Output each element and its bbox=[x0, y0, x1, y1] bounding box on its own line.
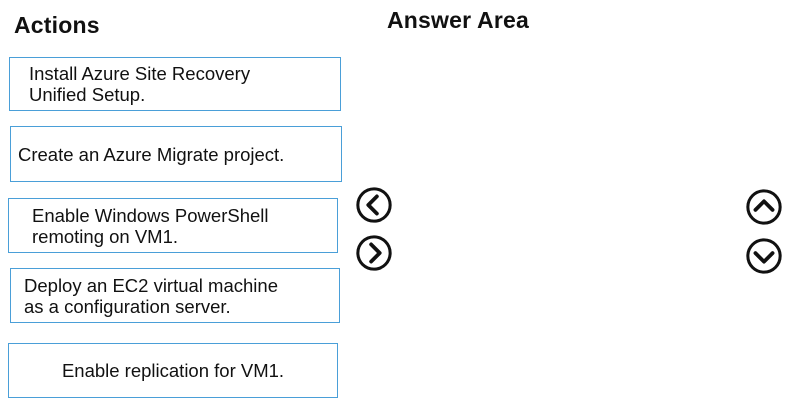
action-item-install-site-recovery[interactable]: Install Azure Site Recovery Unified Setu… bbox=[9, 57, 341, 111]
action-item-enable-powershell-remoting[interactable]: Enable Windows PowerShell remoting on VM… bbox=[8, 198, 338, 253]
move-left-button[interactable] bbox=[355, 186, 393, 224]
chevron-right-circle-icon bbox=[356, 235, 392, 271]
move-up-button[interactable] bbox=[745, 188, 783, 226]
action-item-enable-replication[interactable]: Enable replication for VM1. bbox=[8, 343, 338, 398]
answer-area[interactable] bbox=[400, 40, 740, 400]
action-item-label: Enable replication for VM1. bbox=[61, 360, 285, 381]
chevron-left-circle-icon bbox=[356, 187, 392, 223]
action-item-deploy-ec2-config-server[interactable]: Deploy an EC2 virtual machine as a confi… bbox=[10, 268, 340, 323]
chevron-down-circle-icon bbox=[746, 238, 782, 274]
answer-area-heading: Answer Area bbox=[387, 7, 529, 33]
action-item-label: Enable Windows PowerShell remoting on VM… bbox=[32, 204, 269, 247]
action-item-label: Deploy an EC2 virtual machine as a confi… bbox=[24, 274, 278, 317]
action-item-label: Install Azure Site Recovery Unified Setu… bbox=[29, 63, 251, 105]
action-item-create-migrate-project[interactable]: Create an Azure Migrate project. bbox=[10, 126, 342, 182]
chevron-up-circle-icon bbox=[746, 189, 782, 225]
action-item-label: Create an Azure Migrate project. bbox=[18, 143, 285, 165]
move-right-button[interactable] bbox=[355, 234, 393, 272]
move-down-button[interactable] bbox=[745, 237, 783, 275]
actions-heading: Actions bbox=[14, 12, 100, 38]
